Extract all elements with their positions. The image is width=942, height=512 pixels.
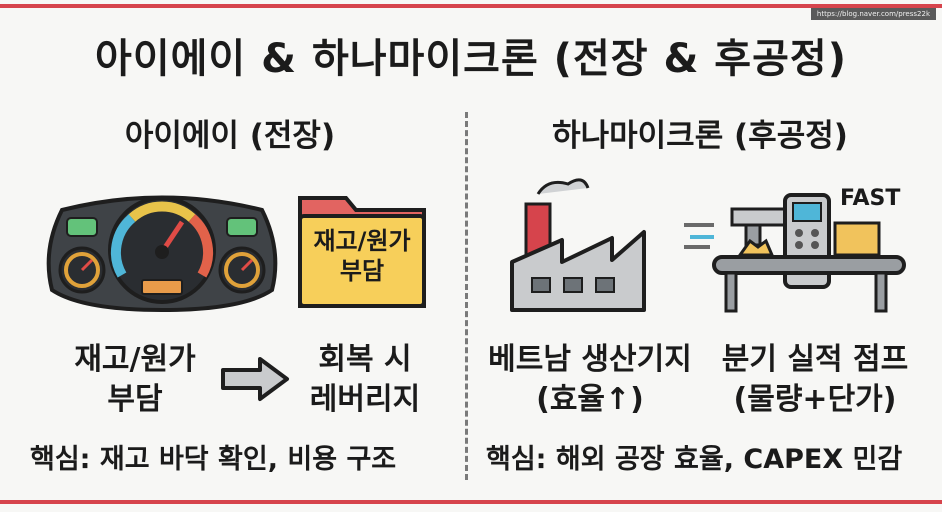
fast-label: FAST: [840, 186, 901, 211]
left-subtitle: 아이에이 (전장): [124, 118, 336, 154]
watermark: https://blog.naver.com/press22k: [810, 8, 936, 20]
flow-to-line2: 레버리지: [309, 382, 421, 417]
flow-from-label: 재고/원가 부담: [40, 340, 230, 420]
right-summary: 핵심: 해외 공장 효율, CAPEX 민감: [486, 444, 903, 475]
top-red-bar: [0, 4, 942, 8]
assembly-machine-icon: [684, 193, 906, 313]
left-summary: 핵심: 재고 바닥 확인, 비용 구조: [30, 444, 397, 475]
folder-icon: [298, 196, 426, 308]
factory-label: 베트남 생산기지 (효율↑): [470, 340, 710, 420]
factory-label-line1: 베트남 생산기지: [488, 342, 692, 377]
flow-to-label: 회복 시 레버리지: [280, 340, 450, 420]
dashboard-gauge-icon: [46, 195, 278, 313]
flow-to-line1: 회복 시: [318, 342, 412, 377]
folder-label-line1: 재고/원가: [313, 227, 411, 255]
flow-from-line1: 재고/원가: [74, 342, 196, 377]
factory-label-line2: (효율↑): [536, 382, 644, 417]
machine-label-line1: 분기 실적 점프: [721, 342, 909, 377]
right-arrow-icon: [221, 357, 289, 401]
page-title: 아이에이 & 하나마이크론 (전장 & 후공정): [95, 36, 847, 82]
machine-label-line2: (물량+단가): [733, 382, 897, 417]
section-divider: [465, 112, 468, 480]
flow-from-line2: 부담: [107, 382, 163, 417]
factory-icon: [510, 178, 646, 312]
folder-label-line2: 부담: [339, 257, 385, 285]
folder-label: 재고/원가 부담: [296, 226, 428, 286]
machine-label: 분기 실적 점프 (물량+단가): [705, 340, 925, 420]
right-subtitle: 하나마이크론 (후공정): [552, 118, 848, 154]
bottom-red-bar: [0, 500, 942, 504]
